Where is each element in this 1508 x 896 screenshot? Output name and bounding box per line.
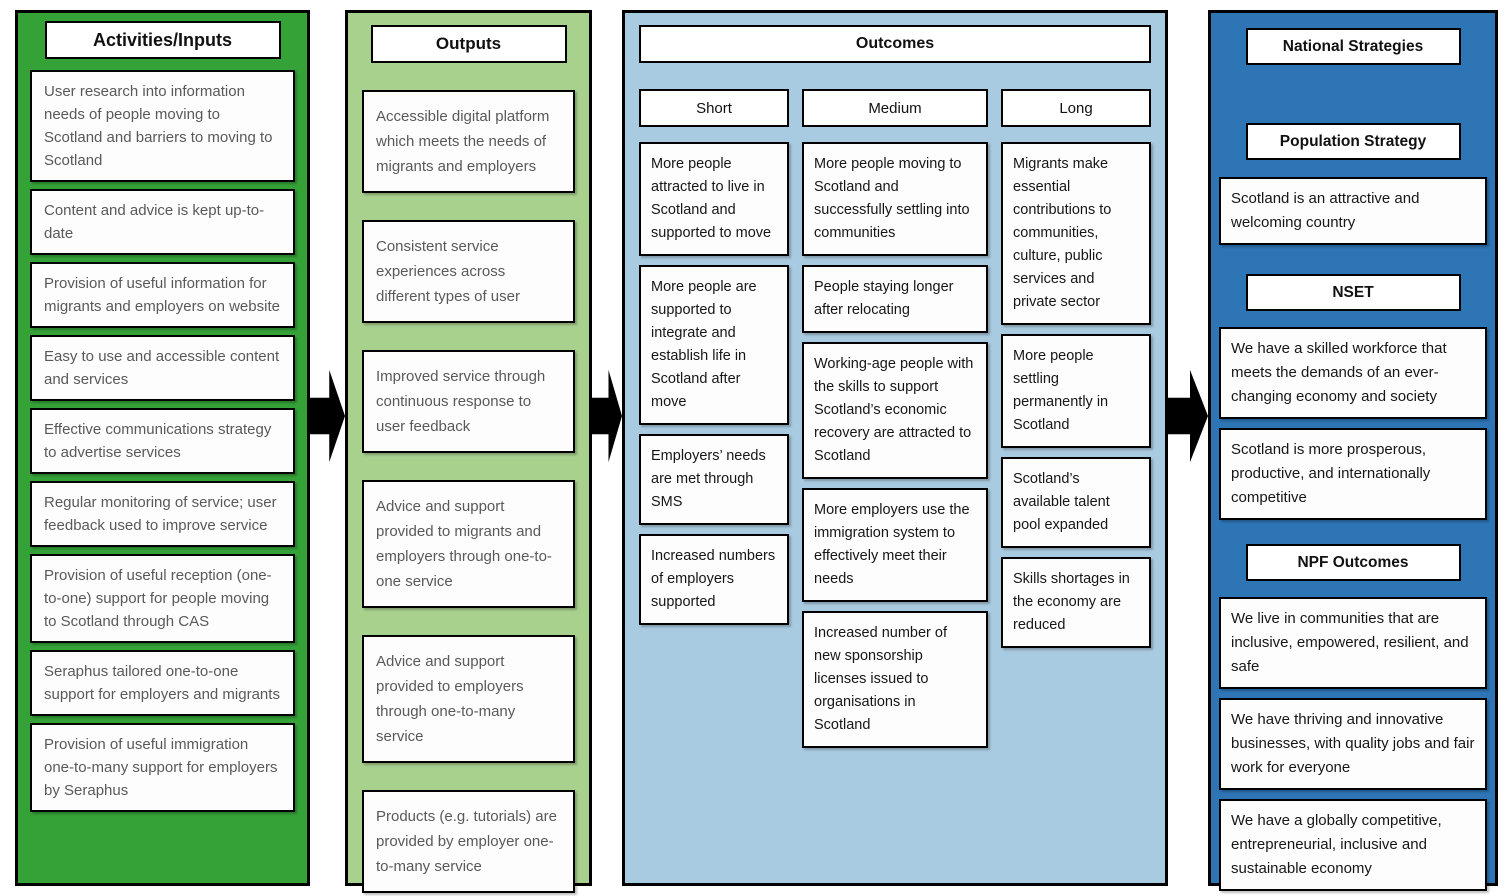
flow-arrow-right-icon: [592, 369, 622, 463]
activities-header: Activities/Inputs: [44, 21, 281, 59]
medium-outcome-box: More employers use the immigration syste…: [802, 488, 988, 602]
activity-box: User research into information needs of …: [30, 70, 295, 182]
output-box: Consistent service experiences across di…: [362, 220, 575, 323]
strategy-box: We have a globally competitive, entrepre…: [1219, 799, 1487, 891]
output-box: Products (e.g. tutorials) are provided b…: [362, 790, 575, 893]
short-outcome-box: Increased numbers of employers supported: [639, 534, 789, 625]
long-outcome-box: More people settling permanently in Scot…: [1001, 334, 1151, 448]
outcomes-column: Outcomes Short More people attracted to …: [622, 10, 1168, 886]
output-box: Advice and support provided to employers…: [362, 635, 575, 763]
outputs-header: Outputs: [370, 25, 567, 63]
strategy-box: We have a skilled workforce that meets t…: [1219, 327, 1487, 419]
activity-box: Seraphus tailored one-to-one support for…: [30, 650, 295, 716]
arrow-lane: [1168, 10, 1208, 886]
activities-column: Activities/Inputs User research into inf…: [15, 10, 310, 886]
npf-outcomes-section: NPF Outcomes We live in communities that…: [1219, 544, 1487, 891]
medium-outcomes-column: Medium More people moving to Scotland an…: [802, 89, 988, 748]
medium-header: Medium: [802, 89, 988, 127]
long-outcome-box: Migrants make essential contributions to…: [1001, 142, 1151, 325]
long-header: Long: [1001, 89, 1151, 127]
outputs-column: Outputs Accessible digital platform whic…: [345, 10, 592, 893]
strategy-box: Scotland is more prosperous, productive,…: [1219, 428, 1487, 520]
population-strategy-section: Population Strategy Scotland is an attra…: [1219, 123, 1487, 245]
long-outcome-box: Skills shortages in the economy are redu…: [1001, 557, 1151, 648]
activity-box: Effective communications strategy to adv…: [30, 408, 295, 474]
activity-box: Provision of useful reception (one-to-on…: [30, 554, 295, 643]
short-outcome-box: Employers’ needs are met through SMS: [639, 434, 789, 525]
output-box: Improved service through continuous resp…: [362, 350, 575, 453]
national-strategies-header: National Strategies: [1245, 28, 1461, 65]
nset-section: NSET We have a skilled workforce that me…: [1219, 274, 1487, 520]
activity-box: Regular monitoring of service; user feed…: [30, 481, 295, 547]
short-outcome-box: More people are supported to integrate a…: [639, 265, 789, 425]
strategies-column: National Strategies Population Strategy …: [1208, 10, 1498, 891]
long-outcomes-column: Long Migrants make essential contributio…: [1001, 89, 1151, 748]
activity-box: Easy to use and accessible content and s…: [30, 335, 295, 401]
long-outcome-box: Scotland’s available talent pool expande…: [1001, 457, 1151, 548]
short-header: Short: [639, 89, 789, 127]
short-outcome-box: More people attracted to live in Scotlan…: [639, 142, 789, 256]
activity-box: Provision of useful information for migr…: [30, 262, 295, 328]
flow-arrow-right-icon: [310, 369, 345, 463]
npf-outcomes-header: NPF Outcomes: [1245, 544, 1461, 581]
short-outcomes-column: Short More people attracted to live in S…: [639, 89, 789, 748]
output-box: Advice and support provided to migrants …: [362, 480, 575, 608]
outcomes-subcolumns: Short More people attracted to live in S…: [639, 89, 1151, 748]
strategy-box: Scotland is an attractive and welcoming …: [1219, 177, 1487, 245]
medium-outcome-box: Increased number of new sponsorship lice…: [802, 611, 988, 748]
activity-box: Content and advice is kept up-to-date: [30, 189, 295, 255]
strategy-box: We live in communities that are inclusiv…: [1219, 597, 1487, 689]
flow-arrow-right-icon: [1168, 369, 1208, 463]
output-box: Accessible digital platform which meets …: [362, 90, 575, 193]
activity-box: Provision of useful immigration one-to-m…: [30, 723, 295, 812]
outcomes-header: Outcomes: [639, 25, 1151, 63]
medium-outcome-box: People staying longer after relocating: [802, 265, 988, 333]
population-strategy-header: Population Strategy: [1245, 123, 1461, 160]
nset-header: NSET: [1245, 274, 1461, 311]
arrow-lane: [592, 10, 622, 886]
arrow-lane: [310, 10, 345, 886]
strategy-box: We have thriving and innovative business…: [1219, 698, 1487, 790]
medium-outcome-box: Working-age people with the skills to su…: [802, 342, 988, 479]
medium-outcome-box: More people moving to Scotland and succe…: [802, 142, 988, 256]
